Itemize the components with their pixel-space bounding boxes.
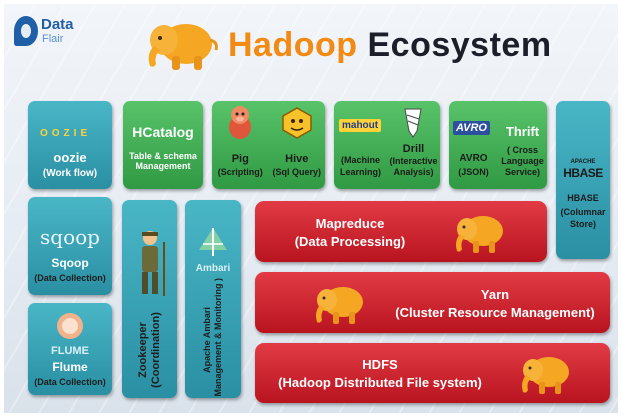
hive-desc: (Sql Query) bbox=[272, 167, 321, 177]
thrift-desc-2: Language bbox=[501, 156, 544, 166]
oozie-desc: (Work flow) bbox=[42, 168, 98, 179]
avro-name: AVRO bbox=[459, 153, 488, 164]
mahout-drill-box: mahout (Machine Learning) Drill (Interac… bbox=[334, 101, 440, 189]
mahout-column: mahout (Machine Learning) bbox=[334, 101, 387, 189]
mahout-logo: mahout bbox=[339, 119, 382, 132]
mapreduce-desc: (Data Processing) bbox=[294, 234, 406, 249]
zookeeper-box: Zookeeper (Coordination) bbox=[122, 200, 177, 398]
hcatalog-desc: Table & schema Management bbox=[129, 151, 197, 171]
hbase-name: HBASE bbox=[567, 193, 599, 203]
thrift-column: Thrift ( Cross Language Service) bbox=[498, 101, 547, 189]
flume-logo: FLUME bbox=[51, 345, 89, 357]
title-text: Hadoop Ecosystem bbox=[228, 26, 552, 65]
mahout-desc-2: Learning) bbox=[339, 167, 381, 177]
pig-column: Pig (Scripting) bbox=[212, 101, 269, 189]
hcatalog-box: HCatalog Table & schema Management bbox=[123, 101, 203, 189]
pig-hive-box: Pig (Scripting) Hive (Sql Query) bbox=[212, 101, 325, 189]
mapreduce-name: Mapreduce bbox=[315, 216, 385, 231]
hive-icon bbox=[281, 107, 312, 139]
flume-icon bbox=[57, 313, 83, 339]
flume-box: FLUME Flume (Data Collection) bbox=[28, 303, 112, 395]
drill-column: Drill (Interactive Analysis) bbox=[387, 101, 440, 189]
thrift-desc-3: Service) bbox=[504, 167, 541, 177]
yarn-name: Yarn bbox=[480, 287, 510, 302]
mahout-desc-1: (Machine bbox=[340, 155, 380, 165]
avro-column: AVRO AVRO (JSON) bbox=[449, 101, 498, 189]
sqoop-name: Sqoop bbox=[51, 256, 89, 270]
hdfs-elephant-icon bbox=[522, 357, 569, 394]
pig-desc: (Scripting) bbox=[217, 167, 263, 177]
title-hadoop: Hadoop bbox=[228, 26, 358, 64]
avro-thrift-box: AVRO AVRO (JSON) Thrift ( Cross Language… bbox=[449, 101, 547, 189]
oozie-logo: OOZIE bbox=[40, 128, 92, 139]
hdfs-name: HDFS bbox=[362, 357, 398, 372]
logo-text-data: Data bbox=[41, 16, 74, 33]
avro-logo: AVRO bbox=[453, 121, 490, 135]
ambari-desc: ( Management & Monitoring ) bbox=[213, 278, 223, 398]
title-ecosystem: Ecosystem bbox=[367, 26, 552, 64]
oozie-name: oozie bbox=[53, 150, 87, 165]
hive-column: Hive (Sql Query) bbox=[269, 101, 326, 189]
ambari-box: Ambari Apache Ambari ( Management & Moni… bbox=[185, 200, 241, 398]
dataflair-logo-icon bbox=[14, 16, 38, 46]
mapreduce-elephant-icon bbox=[456, 216, 503, 253]
pig-icon bbox=[229, 106, 251, 139]
thrift-name: Thrift bbox=[505, 124, 540, 139]
yarn-layer: Yarn (Cluster Resource Management) bbox=[255, 272, 610, 333]
ambari-icon bbox=[199, 228, 227, 256]
ecosystem-canvas: Data Flair Hadoop Ecosystem OOZIE oozie … bbox=[4, 4, 618, 413]
zookeeper-label: Zookeeper (Coordination) bbox=[137, 312, 163, 388]
zookeeper-icon bbox=[142, 231, 165, 296]
yarn-elephant-icon bbox=[316, 287, 363, 324]
drill-name: Drill bbox=[402, 143, 425, 155]
mapreduce-layer: Mapreduce (Data Processing) bbox=[255, 201, 547, 262]
pig-name: Pig bbox=[231, 153, 249, 165]
avro-desc: (JSON) bbox=[458, 167, 489, 177]
ambari-name: Apache Ambari bbox=[202, 307, 212, 373]
sqoop-desc: (Data Collection) bbox=[34, 273, 106, 283]
hive-name: Hive bbox=[285, 153, 309, 165]
hbase-logo-small: APACHE bbox=[570, 159, 596, 165]
flume-name: Flume bbox=[52, 360, 88, 374]
oozie-box: OOZIE oozie (Work flow) bbox=[28, 101, 112, 189]
hbase-desc-2: Store) bbox=[569, 219, 596, 229]
drill-desc-1: (Interactive bbox=[389, 156, 438, 166]
hdfs-desc: (Hadoop Distributed File system) bbox=[278, 375, 482, 390]
hbase-desc-1: (Columnar bbox=[560, 207, 606, 217]
hbase-logo: HBASE bbox=[563, 166, 603, 180]
yarn-desc: (Cluster Resource Management) bbox=[395, 305, 595, 320]
ambari-logo: Ambari bbox=[195, 263, 231, 274]
hadoop-elephant-icon bbox=[148, 24, 218, 70]
logo-text-flair: Flair bbox=[42, 33, 64, 45]
page-title: Hadoop Ecosystem bbox=[142, 14, 551, 72]
sqoop-logo: sqoop bbox=[40, 225, 100, 249]
drill-desc-2: Analysis) bbox=[393, 167, 434, 177]
hbase-box: APACHE HBASE HBASE (Columnar Store) bbox=[556, 101, 610, 259]
flume-desc: (Data Collection) bbox=[34, 377, 106, 387]
drill-icon bbox=[404, 108, 422, 138]
dataflair-logo: Data Flair bbox=[14, 12, 84, 52]
hcatalog-name: HCatalog bbox=[132, 124, 194, 140]
hdfs-layer: HDFS (Hadoop Distributed File system) bbox=[255, 343, 610, 403]
ambari-label: Apache Ambari ( Management & Monitoring … bbox=[202, 278, 224, 398]
thrift-desc-1: ( Cross bbox=[506, 145, 538, 155]
sqoop-box: sqoop Sqoop (Data Collection) bbox=[28, 197, 112, 295]
zookeeper-desc: (Coordination) bbox=[149, 312, 162, 388]
zookeeper-name: Zookeeper bbox=[136, 322, 149, 378]
